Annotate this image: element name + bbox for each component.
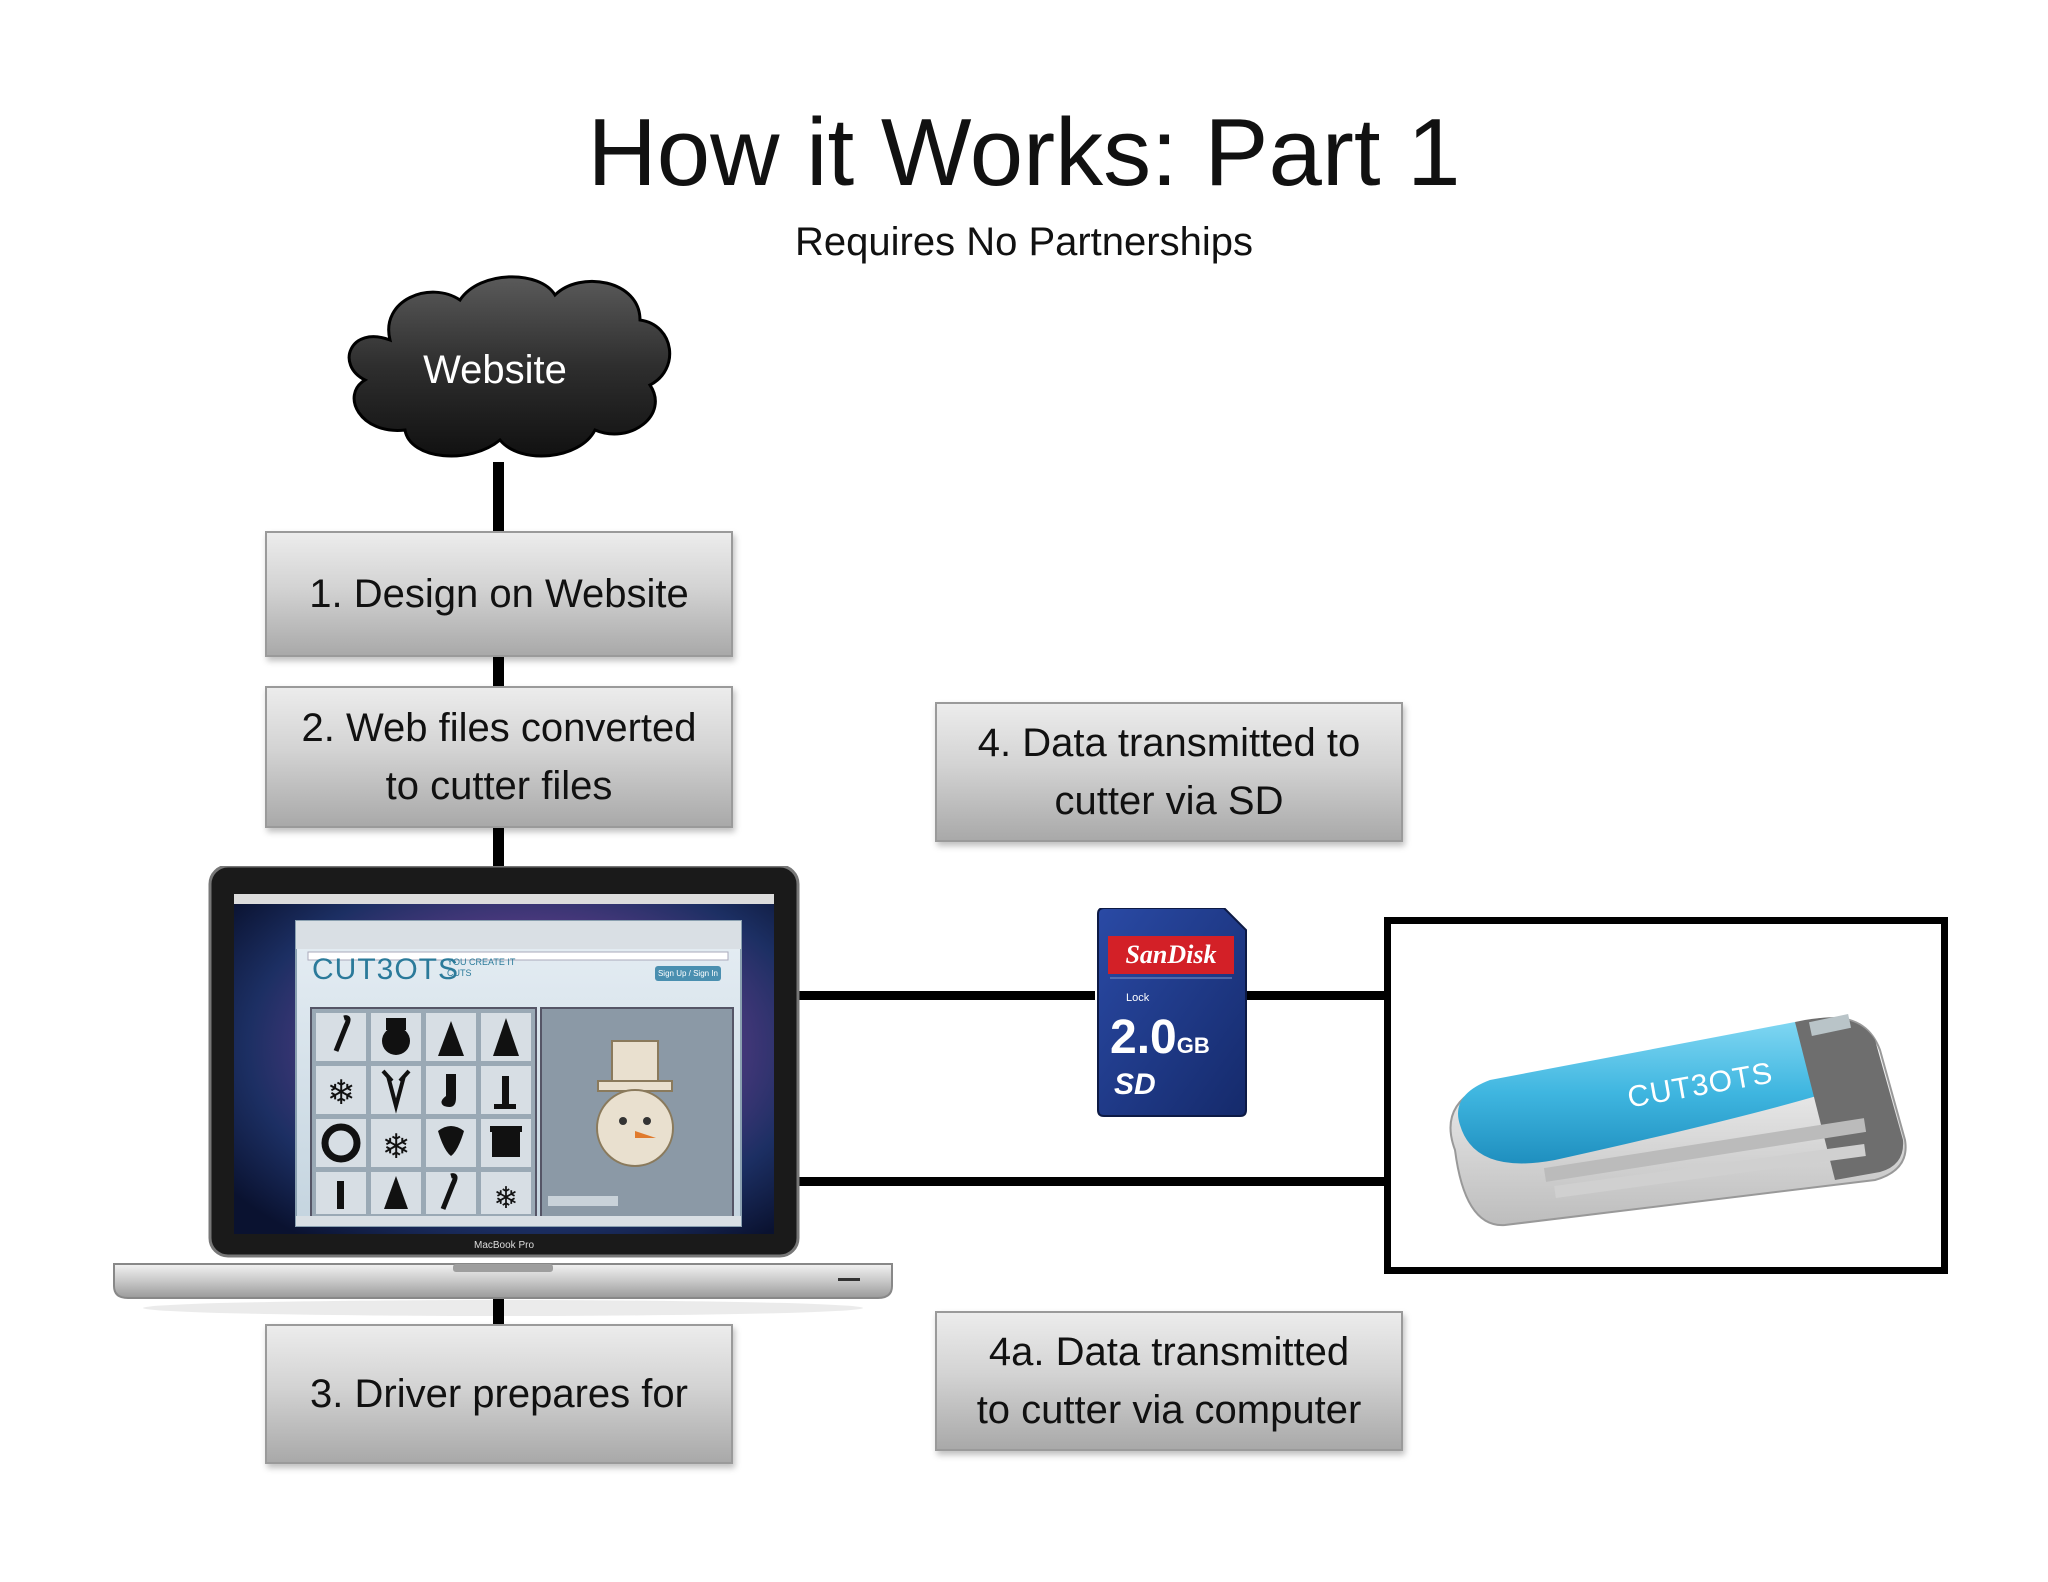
sd-card-image [1097, 908, 1247, 1117]
svg-text:❄: ❄ [493, 1181, 518, 1216]
connector-sd-cutter [1240, 991, 1390, 1000]
laptop-tagline: YOU CREATE IT CUTS [447, 957, 516, 978]
laptop-base [113, 1263, 893, 1299]
laptop-model-label: MacBook Pro [473, 1240, 535, 1251]
cloud-label: Website [423, 348, 567, 392]
step-3-box: 3. Driver prepares for [265, 1324, 733, 1464]
sd-card-capacity-value: 2.0 [1110, 1011, 1177, 1064]
step-4a-text-line2: to cutter via computer [976, 1388, 1362, 1432]
sd-logo: SD [1114, 1068, 1156, 1101]
step-4-box: 4. Data transmitted to cutter via SD [935, 702, 1403, 842]
step-2-box: 2. Web files converted to cutter files [265, 686, 733, 828]
step-4-text-line1: 4. Data transmitted to [977, 721, 1361, 765]
step-4a-text-line1: 4a. Data transmitted [988, 1330, 1350, 1374]
step-2-text-line2: to cutter files [385, 764, 613, 808]
svg-text:❄: ❄ [382, 1127, 411, 1167]
connector-step1-step2 [493, 655, 504, 687]
page-subtitle: Requires No Partnerships [795, 220, 1253, 264]
step-1-box: 1. Design on Website [265, 531, 733, 657]
laptop-brand-logo: CUT3OTS [312, 953, 460, 986]
connector-laptop-sd [795, 991, 1095, 1000]
cutter-machine-image [1449, 1013, 1907, 1227]
sd-card-label [1108, 936, 1234, 974]
sd-card-lock: Lock [1126, 992, 1150, 1004]
sd-card-brand: SanDisk [1125, 940, 1217, 969]
cutter-blue-lid [1458, 1022, 1820, 1164]
connector-cloud-step1 [493, 462, 504, 532]
sd-card-capacity-unit: GB [1176, 1033, 1210, 1058]
laptop-signin-button: Sign Up / Sign In [655, 966, 721, 981]
connector-laptop-cutter [795, 1177, 1390, 1186]
page-title: How it Works: Part 1 [587, 99, 1461, 206]
laptop-image: ❄ ❄ ❄ [113, 866, 893, 1316]
sd-card-capacity: 2.0GB [1110, 1010, 1210, 1065]
connector-laptop-step3 [493, 1282, 504, 1324]
snowman-preview [596, 1040, 674, 1167]
step-3-text: 3. Driver prepares for [310, 1372, 688, 1416]
cloud-shape [347, 275, 672, 458]
svg-text:❄: ❄ [327, 1073, 356, 1113]
step-2-text-line1: 2. Web files converted [301, 706, 697, 750]
step-4a-box: 4a. Data transmitted to cutter via compu… [935, 1311, 1403, 1451]
step-1-text: 1. Design on Website [309, 572, 689, 616]
step-4-text-line2: cutter via SD [1054, 779, 1284, 823]
connector-step2-laptop [493, 827, 504, 867]
